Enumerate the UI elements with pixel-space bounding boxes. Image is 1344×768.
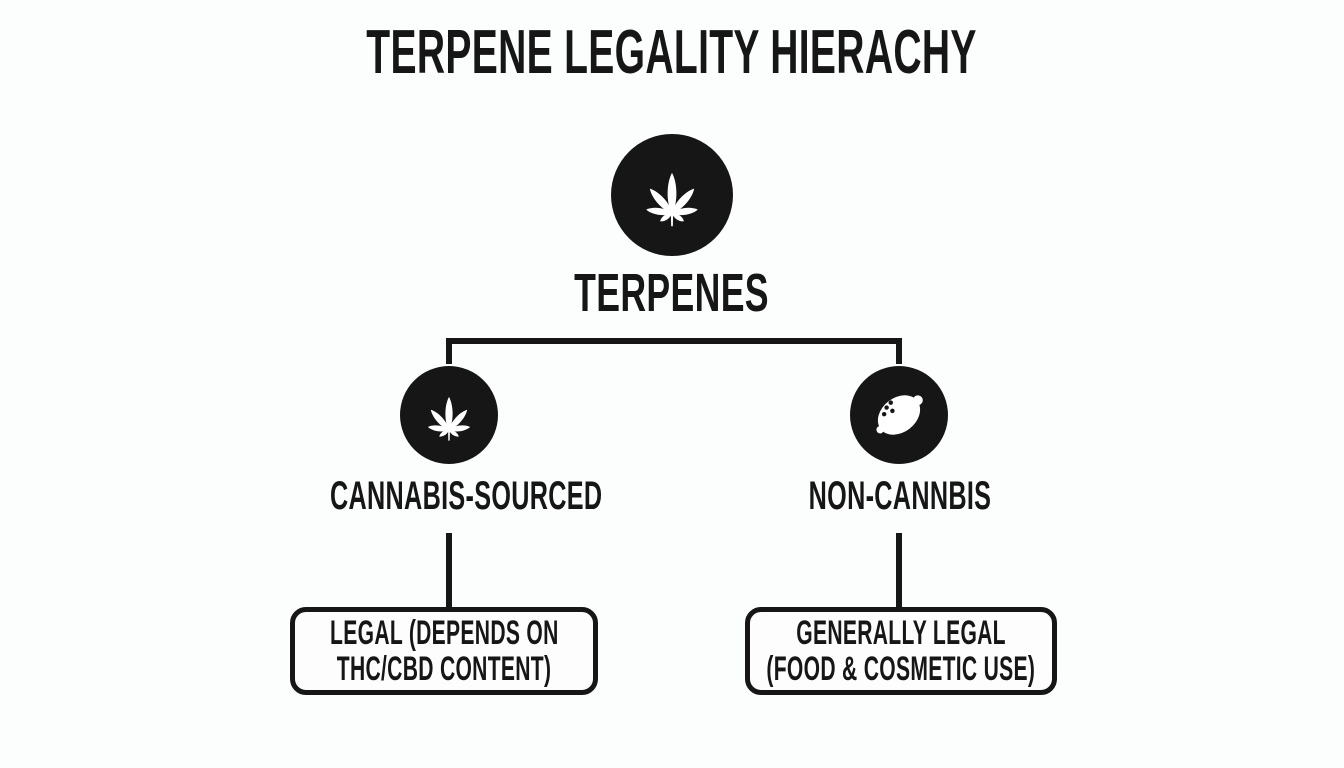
outcome-line: THC/CBD CONTENT) (336, 650, 552, 688)
non-cannabis-outcome-box: GENERALLY LEGAL (FOOD & COSMETIC USE) (745, 607, 1057, 695)
outcome-line: LEGAL (DEPENDS ON (329, 614, 559, 652)
terpenes-node (611, 134, 733, 256)
lemon-icon (876, 395, 923, 435)
outcome-line: GENERALLY LEGAL (796, 614, 1006, 652)
cannabis-sourced-connector (446, 533, 452, 607)
non-cannabis-connector (896, 533, 902, 607)
cannabis-leaf-icon (427, 396, 471, 441)
non-cannabis-node (850, 366, 948, 464)
cannabis-sourced-node (400, 366, 498, 464)
root-node-label: TERPENES (574, 263, 770, 323)
cannabis-sourced-outcome-box: LEGAL (DEPENDS ON THC/CBD CONTENT) (290, 607, 598, 695)
page-title-text: TERPENE LEGALITY HIERACHY (366, 18, 978, 87)
cannabis-sourced-label: CANNABIS-SOURCED (330, 474, 603, 518)
page-title: TERPENE LEGALITY HIERACHY (0, 22, 1344, 84)
cannabis-leaf-icon (646, 172, 698, 227)
branch-bracket-connector (446, 338, 902, 364)
non-cannabis-label: NON-CANNBIS (808, 474, 992, 518)
outcome-line: (FOOD & COSMETIC USE) (766, 650, 1036, 688)
